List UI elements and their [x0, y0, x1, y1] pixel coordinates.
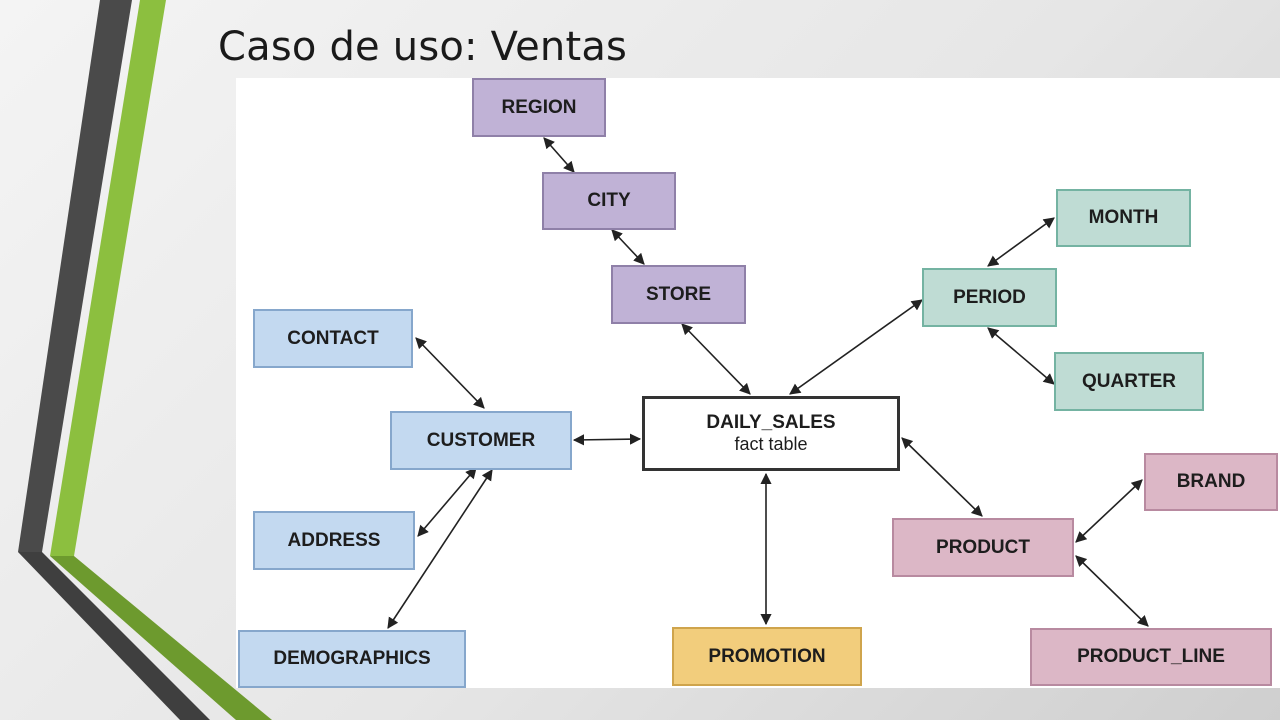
accent-stripe-green-lower	[50, 556, 272, 720]
node-region: REGION	[472, 78, 606, 137]
node-contact-label: CONTACT	[287, 327, 379, 349]
node-brand-label: BRAND	[1176, 471, 1246, 493]
connector-city-store	[611, 229, 645, 265]
node-product-line: PRODUCT_LINE	[1030, 628, 1272, 686]
node-store: STORE	[611, 265, 746, 324]
connector-store-fact	[681, 323, 751, 395]
connector-fact-product	[901, 437, 983, 517]
node-customer: CUSTOMER	[390, 411, 572, 470]
node-brand: BRAND	[1144, 453, 1278, 511]
accent-stripe-green	[50, 0, 166, 556]
connector-month-period	[987, 217, 1055, 267]
fact-table-name: DAILY_SALES	[706, 412, 836, 434]
connector-product-line-product	[1075, 555, 1149, 627]
slide-title: Caso de uso: Ventas	[218, 24, 628, 70]
node-period: PERIOD	[922, 268, 1057, 327]
accent-stripe-dark-lower	[18, 552, 210, 720]
node-product-line-label: PRODUCT_LINE	[1077, 646, 1225, 668]
connector-customer-fact	[572, 433, 642, 446]
node-period-label: PERIOD	[953, 286, 1026, 308]
node-product-label: PRODUCT	[936, 536, 1030, 558]
connector-region-city	[543, 137, 575, 173]
connector-brand-product	[1075, 479, 1143, 543]
star-schema-diagram: REGION CITY STORE MONTH PERIOD QUARTER C…	[236, 78, 1280, 688]
connector-period-fact	[789, 299, 923, 395]
connector-quarter-period	[987, 327, 1055, 385]
node-city: CITY	[542, 172, 676, 230]
node-daily-sales-fact: DAILY_SALES fact table	[642, 396, 900, 471]
connector-address-customer	[417, 467, 477, 537]
connector-contact-customer	[415, 337, 485, 409]
node-city-label: CITY	[587, 190, 631, 212]
node-contact: CONTACT	[253, 309, 413, 368]
accent-stripe-dark	[18, 0, 132, 552]
node-customer-label: CUSTOMER	[426, 429, 536, 451]
node-quarter-label: QUARTER	[1082, 370, 1176, 392]
node-address-label: ADDRESS	[287, 529, 381, 551]
node-region-label: REGION	[501, 96, 577, 118]
node-address: ADDRESS	[253, 511, 415, 570]
connector-demographics-customer	[387, 469, 493, 629]
node-demographics-label: DEMOGRAPHICS	[273, 648, 431, 670]
node-demographics: DEMOGRAPHICS	[238, 630, 466, 688]
node-month: MONTH	[1056, 189, 1191, 247]
connector-layer	[387, 137, 1149, 629]
node-promotion: PROMOTION	[672, 627, 862, 686]
node-quarter: QUARTER	[1054, 352, 1204, 411]
node-store-label: STORE	[645, 283, 712, 305]
node-month-label: MONTH	[1088, 207, 1159, 229]
node-promotion-label: PROMOTION	[708, 645, 826, 667]
node-product: PRODUCT	[892, 518, 1074, 577]
fact-table-subtitle: fact table	[734, 434, 808, 455]
